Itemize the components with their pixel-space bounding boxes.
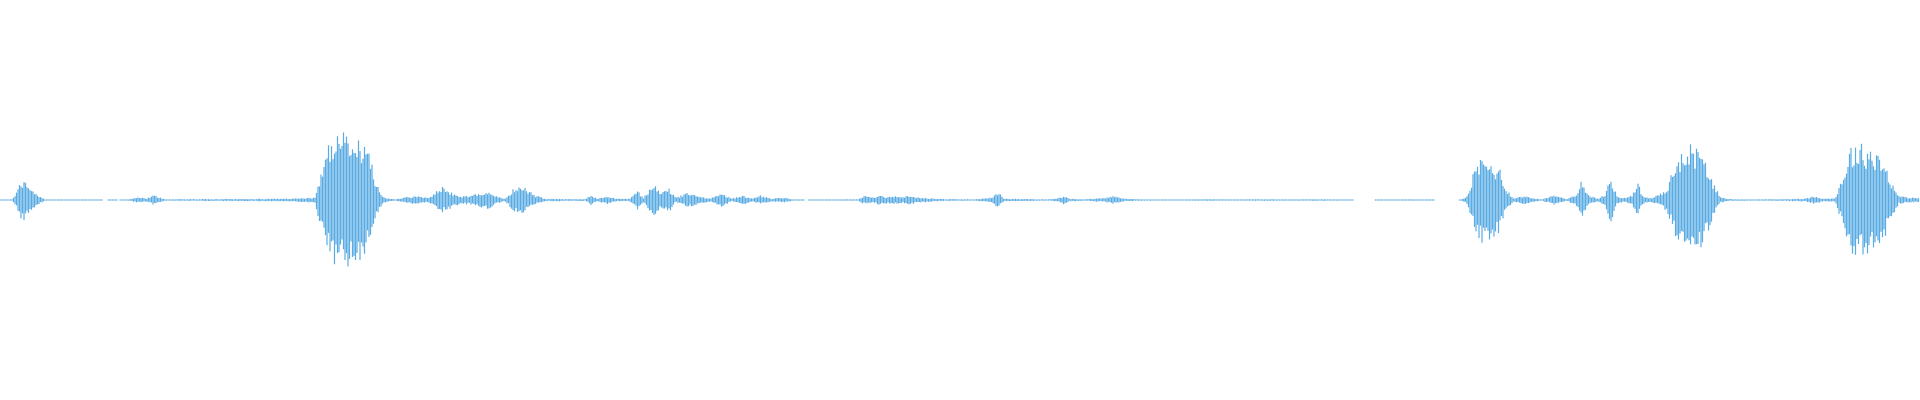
waveform-bars [0,132,1920,267]
